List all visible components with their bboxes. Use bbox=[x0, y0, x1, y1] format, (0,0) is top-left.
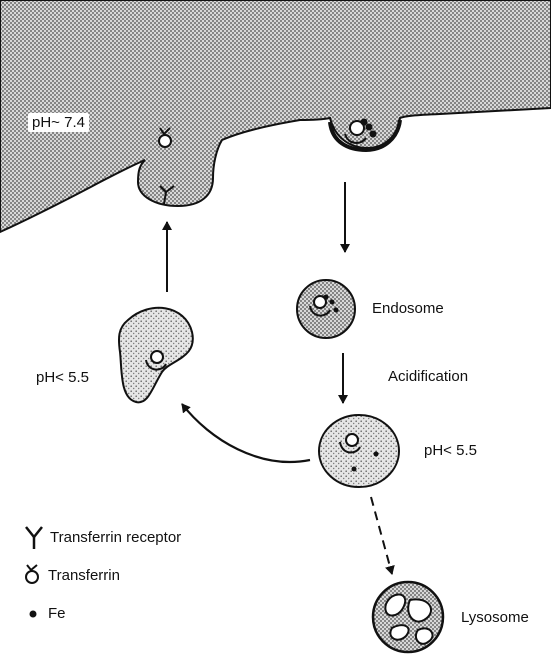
acidified-endosome bbox=[319, 415, 399, 487]
ph-left-label: pH< 5.5 bbox=[36, 369, 89, 386]
legend-transferrin-label: Transferrin bbox=[48, 567, 120, 584]
endosome bbox=[297, 280, 355, 338]
acidification-label: Acidification bbox=[388, 368, 468, 385]
fe-legend-icon bbox=[30, 611, 37, 618]
legend-fe-label: Fe bbox=[48, 605, 66, 622]
lysosome-label: Lysosome bbox=[461, 609, 529, 626]
lysosome bbox=[373, 582, 443, 652]
recycling-vesicle bbox=[119, 308, 193, 403]
transferrin-legend-icon bbox=[26, 565, 38, 583]
endosome-label: Endosome bbox=[372, 300, 444, 317]
arrow-to-lysosome bbox=[371, 497, 392, 574]
ph-right-label: pH< 5.5 bbox=[424, 442, 477, 459]
legend-receptor-label: Transferrin receptor bbox=[50, 529, 181, 546]
arrow-recycle-left bbox=[182, 404, 310, 462]
ph-outside-label: pH~ 7.4 bbox=[28, 113, 89, 132]
receptor-legend-icon bbox=[26, 527, 42, 549]
